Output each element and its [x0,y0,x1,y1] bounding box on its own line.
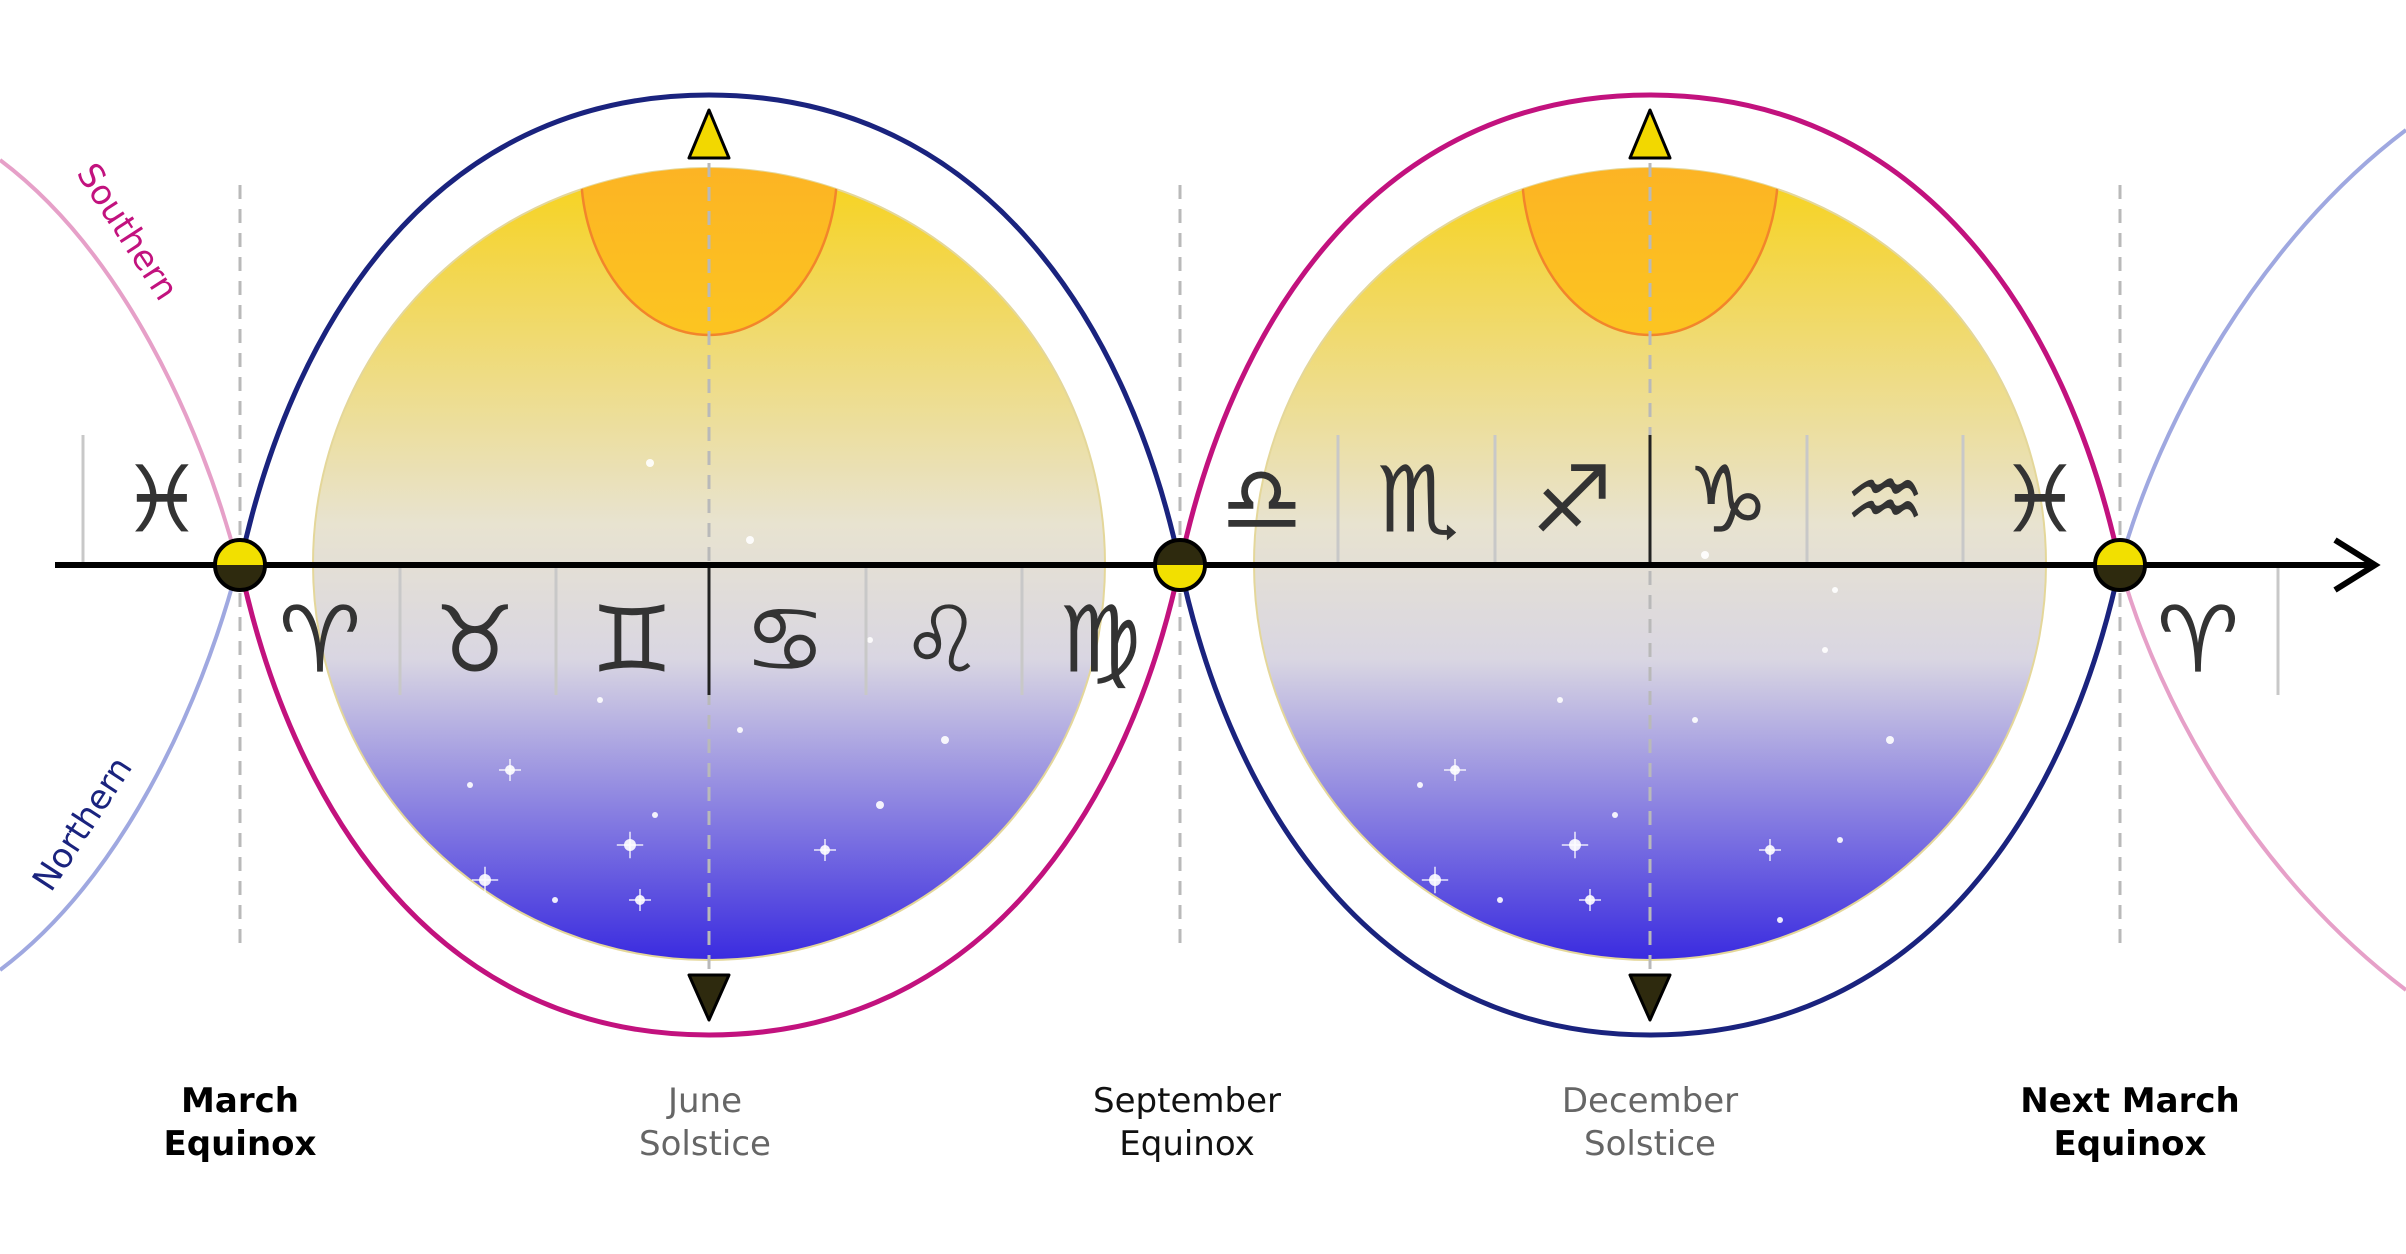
equinox-marker-next-march [2093,538,2147,592]
star-icon [1832,587,1838,593]
label-september-line1: September [1093,1081,1281,1121]
star-sparkle-icon [616,831,644,859]
hemisphere-loops [237,92,2123,1038]
star-icon [941,736,949,744]
star-sparkle-icon [471,866,499,894]
zodiac-aquarius: ♒ [1844,447,1926,554]
star-sparkle-icon [1444,759,1466,781]
star-icon [887,917,893,923]
zodiac-lower-row: ♈ ♉ ♊ ♋ ♌ ♍ ♈ [279,587,2239,694]
time-axis [55,537,2381,593]
label-june-line2: Solstice [639,1124,771,1164]
label-december-line2: Solstice [1584,1124,1716,1164]
label-next-march-line2: Equinox [2054,1124,2207,1164]
label-june-line1: June [666,1081,742,1121]
star-icon [1417,782,1423,788]
northern-label: Northern [25,750,141,898]
northern-faded-curve-left [0,564,240,972]
equinox-marker-march [213,538,267,592]
zodiac-aries: ♈ [279,587,361,694]
star-sparkle-icon [499,759,521,781]
solstice-markers [687,108,1672,1022]
northern-loop-lower-2 [1177,564,2123,1038]
zodiac-dividers [81,435,2280,695]
zodiac-sagittarius: ♐ [1531,447,1613,554]
solstice-dividers [707,435,1652,695]
southern-faded-curve-left [0,158,240,566]
label-december-line1: December [1562,1081,1738,1121]
equinox-marker-september [1153,538,1207,592]
star-icon [867,637,873,643]
triangle-down-icon [1628,973,1672,1022]
star-icon [646,459,654,467]
zodiac-scorpio: ♏ [1377,447,1459,554]
star-icon [1612,812,1618,818]
southern-label: Southern [68,156,186,308]
southern-faded-curve-right [2118,564,2406,992]
star-sparkle-icon [1421,866,1449,894]
star-icon [652,812,658,818]
star-icon [746,536,754,544]
star-icon [597,697,603,703]
southern-loop-lower-1 [237,564,1183,1038]
triangle-down-icon [687,973,731,1022]
star-icon [1886,736,1894,744]
star-icon [1777,917,1783,923]
star-icon [467,782,473,788]
zodiac-libra: ♎ [1221,447,1303,554]
star-icon [737,727,743,733]
star-icon [1822,647,1828,653]
star-icon [1692,717,1698,723]
zodiac-aries-2: ♈ [2157,587,2239,694]
star-sparkle-icon [814,839,836,861]
zodiac-taurus: ♉ [434,587,516,694]
star-icon [1701,551,1709,559]
zodiac-capricorn: ♑ [1687,447,1769,554]
northern-faded-curve-right [2118,128,2406,566]
label-march-line2: Equinox [164,1124,317,1164]
star-icon [876,801,884,809]
label-march-line1: March [181,1081,299,1121]
label-september-line2: Equinox [1119,1124,1255,1164]
star-sparkle-icon [1759,839,1781,861]
northern-loop-upper-1 [237,92,1183,566]
season-labels: March Equinox June Solstice September Eq… [164,1081,2240,1164]
zodiac-cancer: ♋ [744,587,826,694]
faded-curves [0,128,2406,992]
star-icon [552,897,558,903]
equinox-markers [213,538,2147,592]
zodiac-pisces: ♓ [121,447,203,554]
stars [467,459,1894,923]
label-next-march-line1: Next March [2020,1081,2239,1121]
star-sparkle-icon [629,889,651,911]
star-sparkle-icon [1561,831,1589,859]
zodiac-virgo: ♍ [1059,587,1141,694]
southern-loop-upper-2 [1177,92,2123,566]
zodiac-upper-row: ♓ ♎ ♏ ♐ ♑ ♒ ♓ [121,447,2081,554]
triangle-up-icon [687,108,731,160]
star-icon [1837,837,1843,843]
star-icon [1497,897,1503,903]
zodiac-pisces-2: ♓ [1999,447,2081,554]
triangle-up-icon [1628,108,1672,160]
star-sparkle-icon [1579,889,1601,911]
zodiac-gemini: ♊ [591,587,673,694]
zodiac-leo: ♌ [901,587,983,694]
star-icon [1557,697,1563,703]
